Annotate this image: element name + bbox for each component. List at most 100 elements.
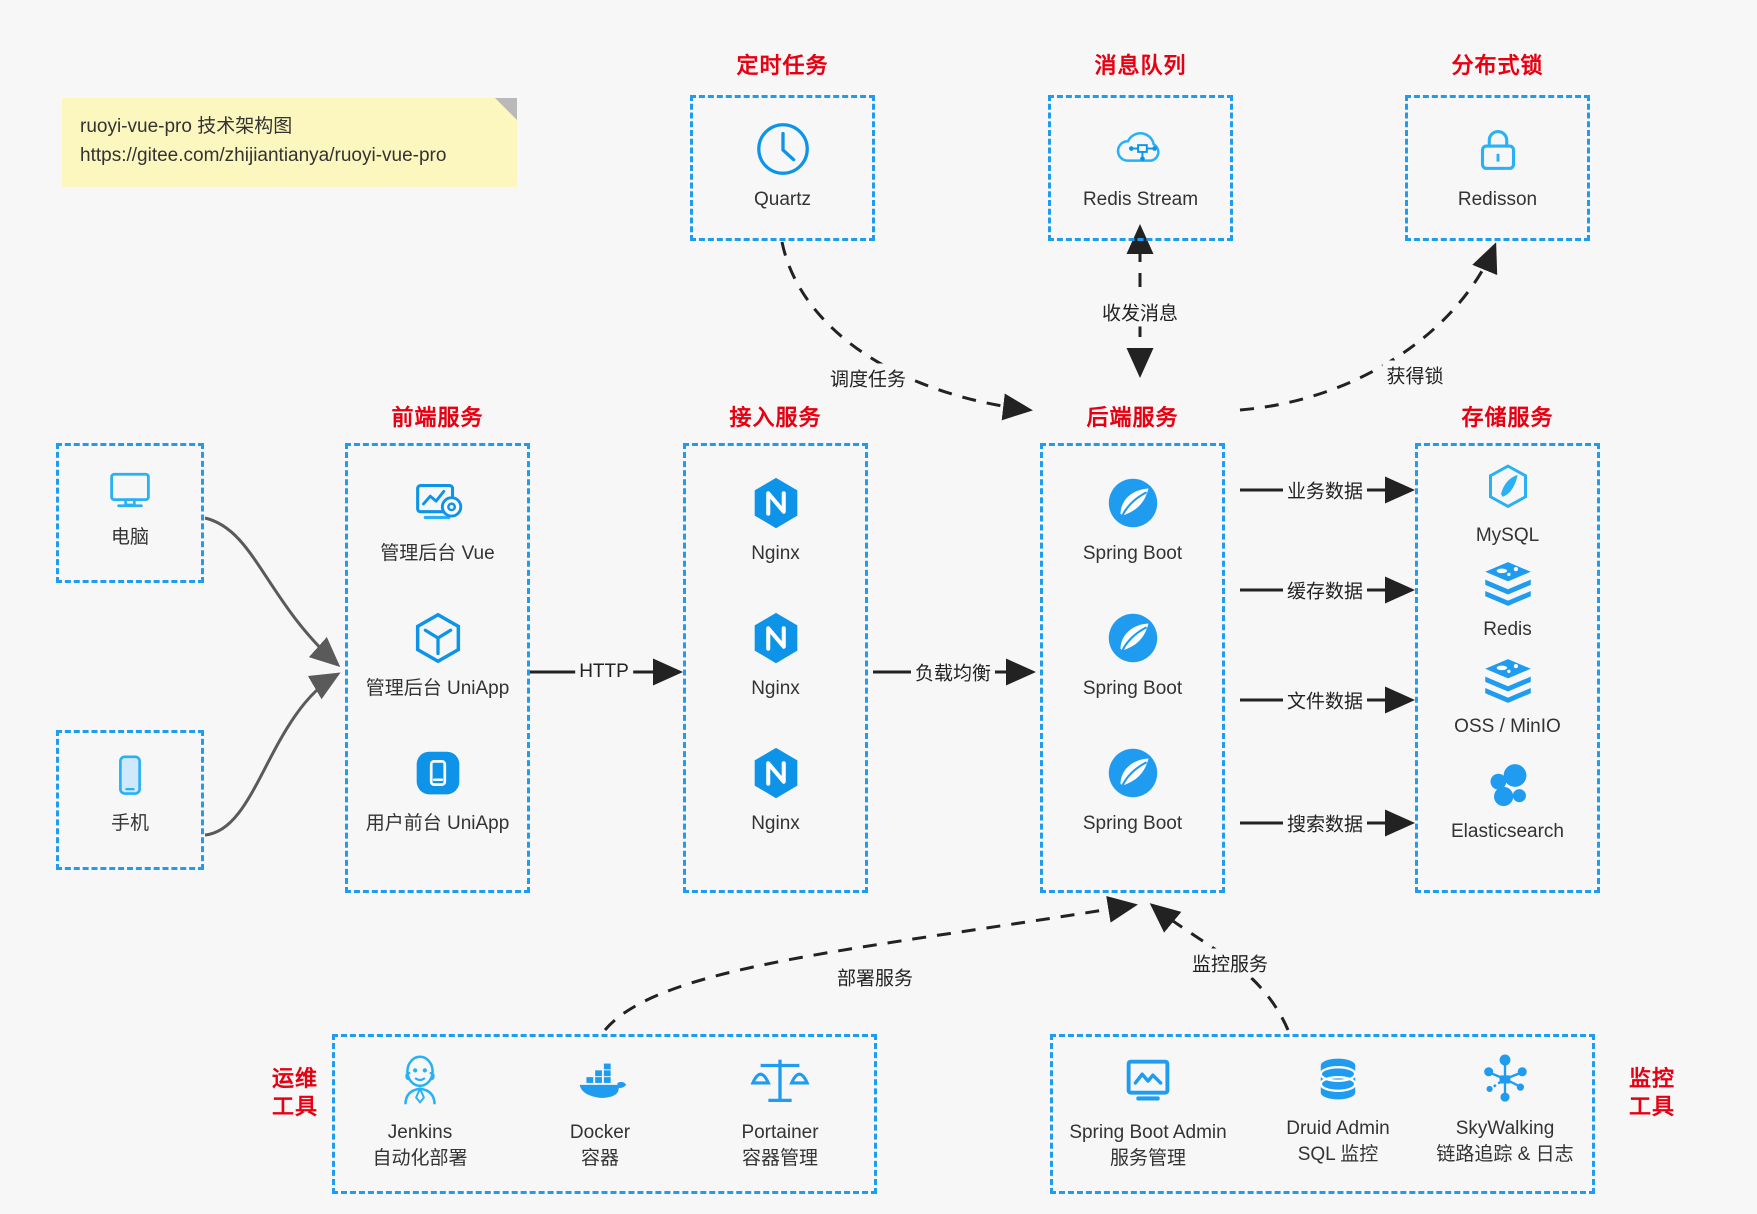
group-title-monitoring-line1: 监控 [1628, 1066, 1675, 1091]
nginx-icon [745, 742, 807, 804]
note-line-1: ruoyi-vue-pro 技术架构图 [80, 116, 293, 137]
node-desc: SQL 监控 [1297, 1143, 1379, 1165]
docker-whale-icon [569, 1050, 631, 1112]
group-title-frontend: 前端服务 [391, 405, 484, 430]
edge-label-business-data: 业务数据 [1282, 475, 1368, 505]
node-label: MySQL [1475, 525, 1540, 546]
note-line-2: https://gitee.com/zhijiantianya/ruoyi-vu… [80, 145, 447, 167]
node-label: 管理后台 UniApp [365, 678, 510, 699]
node-name: Portainer [741, 1122, 819, 1143]
node-name: Spring Boot Admin [1069, 1122, 1227, 1143]
edge-label-file-data: 文件数据 [1282, 685, 1368, 715]
phone-app-icon [407, 742, 469, 804]
node-desc: 自动化部署 [372, 1147, 468, 1169]
node-spring-boot-admin[interactable]: Spring Boot Admin 服务管理 [1058, 1050, 1238, 1171]
edge-label-deploy-service: 部署服务 [832, 962, 918, 992]
group-title-devops-line1: 运维 [271, 1066, 318, 1091]
group-box-scheduler [690, 95, 875, 241]
node-label: Nginx [751, 813, 800, 834]
node-label: Elasticsearch [1451, 821, 1564, 842]
node-druid-admin[interactable]: Druid Admin SQL 监控 [1258, 1050, 1418, 1167]
node-redis[interactable]: Redis [1415, 558, 1600, 643]
node-label: Redis [1483, 619, 1532, 640]
node-desc: 服务管理 [1109, 1147, 1186, 1169]
edge-label-load-balance: 负载均衡 [910, 657, 996, 687]
node-label: Quartz [753, 189, 812, 210]
node-skywalking[interactable]: SkyWalking 链路追踪 & 日志 [1420, 1050, 1590, 1167]
client-box-desktop [56, 443, 204, 583]
node-label: Spring Boot [1082, 678, 1183, 699]
mobile-icon [102, 748, 158, 804]
group-title-mq: 消息队列 [1094, 53, 1187, 78]
node-desktop[interactable]: 电脑 [56, 462, 204, 551]
spring-leaf-icon [1102, 472, 1164, 534]
group-title-storage: 存储服务 [1461, 405, 1554, 430]
redis-stack-icon [1480, 655, 1536, 707]
node-label: Spring Boot [1082, 813, 1183, 834]
note-fold-corner [495, 98, 517, 120]
node-user-uniapp[interactable]: 用户前台 UniApp [345, 742, 530, 837]
edge-label-search-data: 搜索数据 [1282, 808, 1368, 838]
node-portainer[interactable]: Portainer 容器管理 [700, 1050, 860, 1171]
edge-label-cache-data: 缓存数据 [1282, 575, 1368, 605]
monitor-chart-icon [1117, 1050, 1179, 1112]
skywalking-node-icon [1476, 1050, 1534, 1108]
desktop-icon [102, 462, 158, 518]
node-label: Nginx [751, 678, 800, 699]
clock-icon [752, 118, 814, 180]
edge-label-acquire-lock: 获得锁 [1382, 360, 1448, 390]
group-title-backend: 后端服务 [1086, 405, 1179, 430]
spring-leaf-icon [1102, 742, 1164, 804]
elasticsearch-icon [1480, 760, 1536, 812]
node-spring-boot-3[interactable]: Spring Boot [1040, 742, 1225, 837]
mysql-dolphin-icon [1480, 460, 1536, 516]
node-nginx-2[interactable]: Nginx [683, 607, 868, 702]
group-box-mq [1048, 95, 1233, 241]
edge-label-schedule-task: 调度任务 [825, 363, 911, 393]
node-label: Spring Boot [1082, 543, 1183, 564]
node-label: 用户前台 UniApp [365, 813, 510, 834]
node-label: 电脑 [110, 527, 149, 548]
group-box-monitoring [1050, 1034, 1595, 1194]
scales-icon [749, 1050, 811, 1112]
node-name: Druid Admin [1286, 1118, 1390, 1139]
group-title-devops: 运维 工具 [255, 1065, 335, 1120]
node-name: Jenkins [387, 1122, 453, 1143]
group-box-frontend [345, 443, 530, 893]
node-mysql[interactable]: MySQL [1415, 460, 1600, 549]
node-oss-minio[interactable]: OSS / MinIO [1415, 655, 1600, 740]
group-box-devops [332, 1034, 877, 1194]
dashboard-gear-icon [407, 472, 469, 534]
node-nginx-1[interactable]: Nginx [683, 472, 868, 567]
client-box-mobile [56, 730, 204, 870]
group-title-lock: 分布式锁 [1451, 53, 1544, 78]
spring-leaf-icon [1102, 607, 1164, 669]
node-docker[interactable]: Docker 容器 [520, 1050, 680, 1171]
group-title-devops-line2: 工具 [271, 1093, 318, 1119]
node-quartz[interactable]: Quartz [690, 118, 875, 213]
node-admin-uniapp[interactable]: 管理后台 UniApp [345, 607, 530, 702]
redis-stack-icon [1480, 558, 1536, 610]
node-desc: 链路追踪 & 日志 [1436, 1143, 1574, 1165]
group-title-gateway: 接入服务 [729, 405, 822, 430]
node-jenkins[interactable]: Jenkins 自动化部署 [340, 1050, 500, 1171]
edge-label-send-receive-message: 收发消息 [1097, 297, 1183, 327]
database-icon [1309, 1050, 1367, 1108]
node-spring-boot-2[interactable]: Spring Boot [1040, 607, 1225, 702]
node-elasticsearch[interactable]: Elasticsearch [1415, 760, 1600, 845]
group-title-monitoring-line2: 工具 [1628, 1093, 1675, 1119]
node-spring-boot-1[interactable]: Spring Boot [1040, 472, 1225, 567]
node-name: Docker [569, 1122, 631, 1143]
node-mobile[interactable]: 手机 [56, 748, 204, 837]
group-title-monitoring: 监控 工具 [1612, 1065, 1692, 1120]
group-title-scheduler: 定时任务 [736, 53, 829, 78]
node-redisson[interactable]: Redisson [1405, 118, 1590, 213]
node-nginx-3[interactable]: Nginx [683, 742, 868, 837]
edge-label-http: HTTP [575, 660, 633, 684]
sticky-note: ruoyi-vue-pro 技术架构图 https://gitee.com/zh… [62, 98, 517, 187]
node-label: OSS / MinIO [1454, 716, 1561, 737]
cube-icon [407, 607, 469, 669]
node-redis-stream[interactable]: Redis Stream [1048, 118, 1233, 213]
node-admin-vue[interactable]: 管理后台 Vue [345, 472, 530, 567]
